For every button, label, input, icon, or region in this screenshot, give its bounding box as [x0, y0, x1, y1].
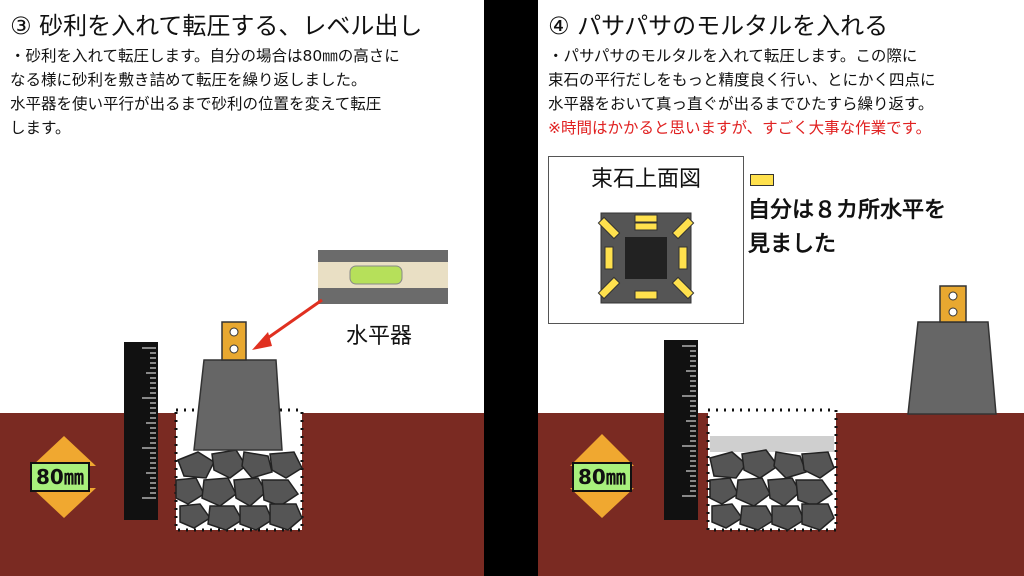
- stone-top-inner: [625, 237, 667, 279]
- level-bubble: [349, 265, 403, 285]
- level-label: 水平器: [346, 324, 413, 349]
- left-body-line: なる様に砂利を敷き詰めて転圧を繰り返しました。: [10, 71, 367, 89]
- foundation-stone: [907, 321, 997, 415]
- right-body-line: ・パサパサのモルタルを入れて転圧します。この際に: [548, 47, 918, 65]
- left-body: ・砂利を入れて転圧します。自分の場合は80㎜の高さに なる様に砂利を敷き詰めて転…: [10, 44, 480, 140]
- height-arrow-down: [32, 488, 96, 518]
- level-markers: [597, 214, 695, 300]
- top-view-box: 束石上面図: [548, 156, 744, 324]
- height-badge: 80㎜: [30, 462, 90, 492]
- pit-outline: [706, 408, 838, 532]
- left-title: ③ 砂利を入れて転圧する、レベル出し: [10, 12, 423, 40]
- level-marker-legend: [750, 174, 774, 186]
- height-arrow-up: [570, 434, 634, 466]
- height-arrow-down: [570, 488, 634, 518]
- gravel: [175, 449, 303, 531]
- note-line: 見ました: [748, 232, 837, 257]
- right-illustration: [570, 285, 997, 532]
- ruler: [664, 340, 698, 520]
- left-body-line: ・砂利を入れて転圧します。自分の場合は80㎜の高さに: [10, 47, 400, 65]
- right-body: ・パサパサのモルタルを入れて転圧します。この際に 束石の平行だしをもっと精度良く…: [548, 44, 1018, 140]
- right-body-line: 束石の平行だしをもっと精度良く行い、とにかく四点に: [548, 71, 936, 89]
- left-illustration: [32, 250, 448, 532]
- warning-text: ※時間はかかると思いますが、すごく大事な作業です。: [548, 119, 932, 137]
- height-arrow-up: [32, 436, 96, 466]
- gravel: [709, 449, 835, 531]
- post-bracket: [939, 285, 967, 323]
- pointer-arrow: [261, 298, 323, 344]
- pit-outline: [174, 408, 304, 532]
- top-view-title: 束石上面図: [590, 167, 701, 192]
- height-badge: 80㎜: [572, 462, 632, 492]
- left-body-line: 水平器を使い平行が出るまで砂利の位置を変えて転圧: [10, 95, 382, 113]
- note-line: 自分は８カ所水平を: [748, 198, 947, 223]
- foundation-stone: [193, 359, 283, 451]
- right-panel: ④ パサパサのモルタルを入れる ・パサパサのモルタルを入れて転圧します。この際に…: [538, 0, 1024, 576]
- top-view-diagram: [597, 212, 695, 304]
- mortar-layer: [710, 436, 834, 452]
- left-panel: ③ 砂利を入れて転圧する、レベル出し ・砂利を入れて転圧します。自分の場合は80…: [0, 0, 484, 576]
- right-body-line: 水平器をおいて真っ直ぐが出るまでひたすら繰り返す。: [548, 95, 934, 113]
- ruler: [124, 342, 158, 520]
- note: 自分は８カ所水平を 見ました: [748, 194, 946, 262]
- right-title: ④ パサパサのモルタルを入れる: [548, 12, 889, 40]
- left-body-line: します。: [10, 119, 71, 137]
